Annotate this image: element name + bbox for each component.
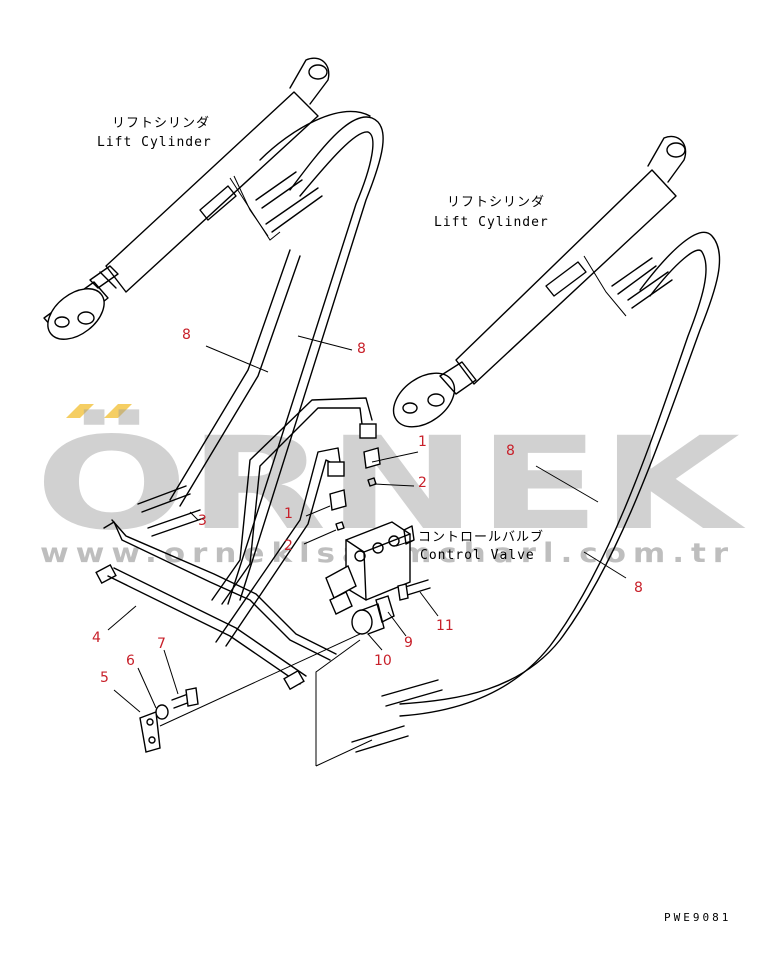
callout-6: 6: [126, 653, 135, 669]
bracket-hardware: [139, 633, 361, 753]
callout-10: 10: [374, 653, 392, 669]
label-control-valve-en: Control Valve: [420, 548, 535, 563]
hose-8-right: [315, 231, 721, 767]
fittings: [329, 447, 381, 531]
callout-7: 7: [157, 636, 166, 652]
callout-4: 4: [92, 630, 101, 646]
callout-11: 11: [436, 618, 454, 634]
callout-8: 8: [506, 443, 515, 459]
callout-8: 8: [357, 341, 366, 357]
callout-5: 5: [100, 670, 109, 686]
callout-8: 8: [634, 580, 643, 596]
label-lift-cylinder-right-en: Lift Cylinder: [434, 215, 549, 230]
callout-2: 2: [418, 475, 427, 491]
lift-cylinder-right: [392, 135, 687, 428]
label-lift-cylinder-left-en: Lift Cylinder: [97, 135, 212, 150]
callout-3: 3: [198, 513, 207, 529]
label-lift-cylinder-right-jp: リフトシリンダ: [447, 195, 545, 210]
control-valve: [325, 521, 415, 615]
callout-9: 9: [404, 635, 413, 651]
lift-cylinder-left: [43, 57, 330, 340]
label-lift-cylinder-left-jp: リフトシリンダ: [112, 116, 210, 131]
hose-8-left: [137, 110, 384, 605]
leader-lines: [107, 335, 627, 713]
tube-assembly: [95, 397, 377, 691]
callout-8: 8: [182, 327, 191, 343]
label-control-valve-jp: コントロールバルブ: [418, 529, 544, 545]
drawing-reference: PWE9081: [664, 911, 731, 924]
callout-2: 2: [284, 538, 293, 554]
callout-1: 1: [284, 506, 293, 522]
hardware: [351, 579, 431, 635]
callout-1: 1: [418, 434, 427, 450]
